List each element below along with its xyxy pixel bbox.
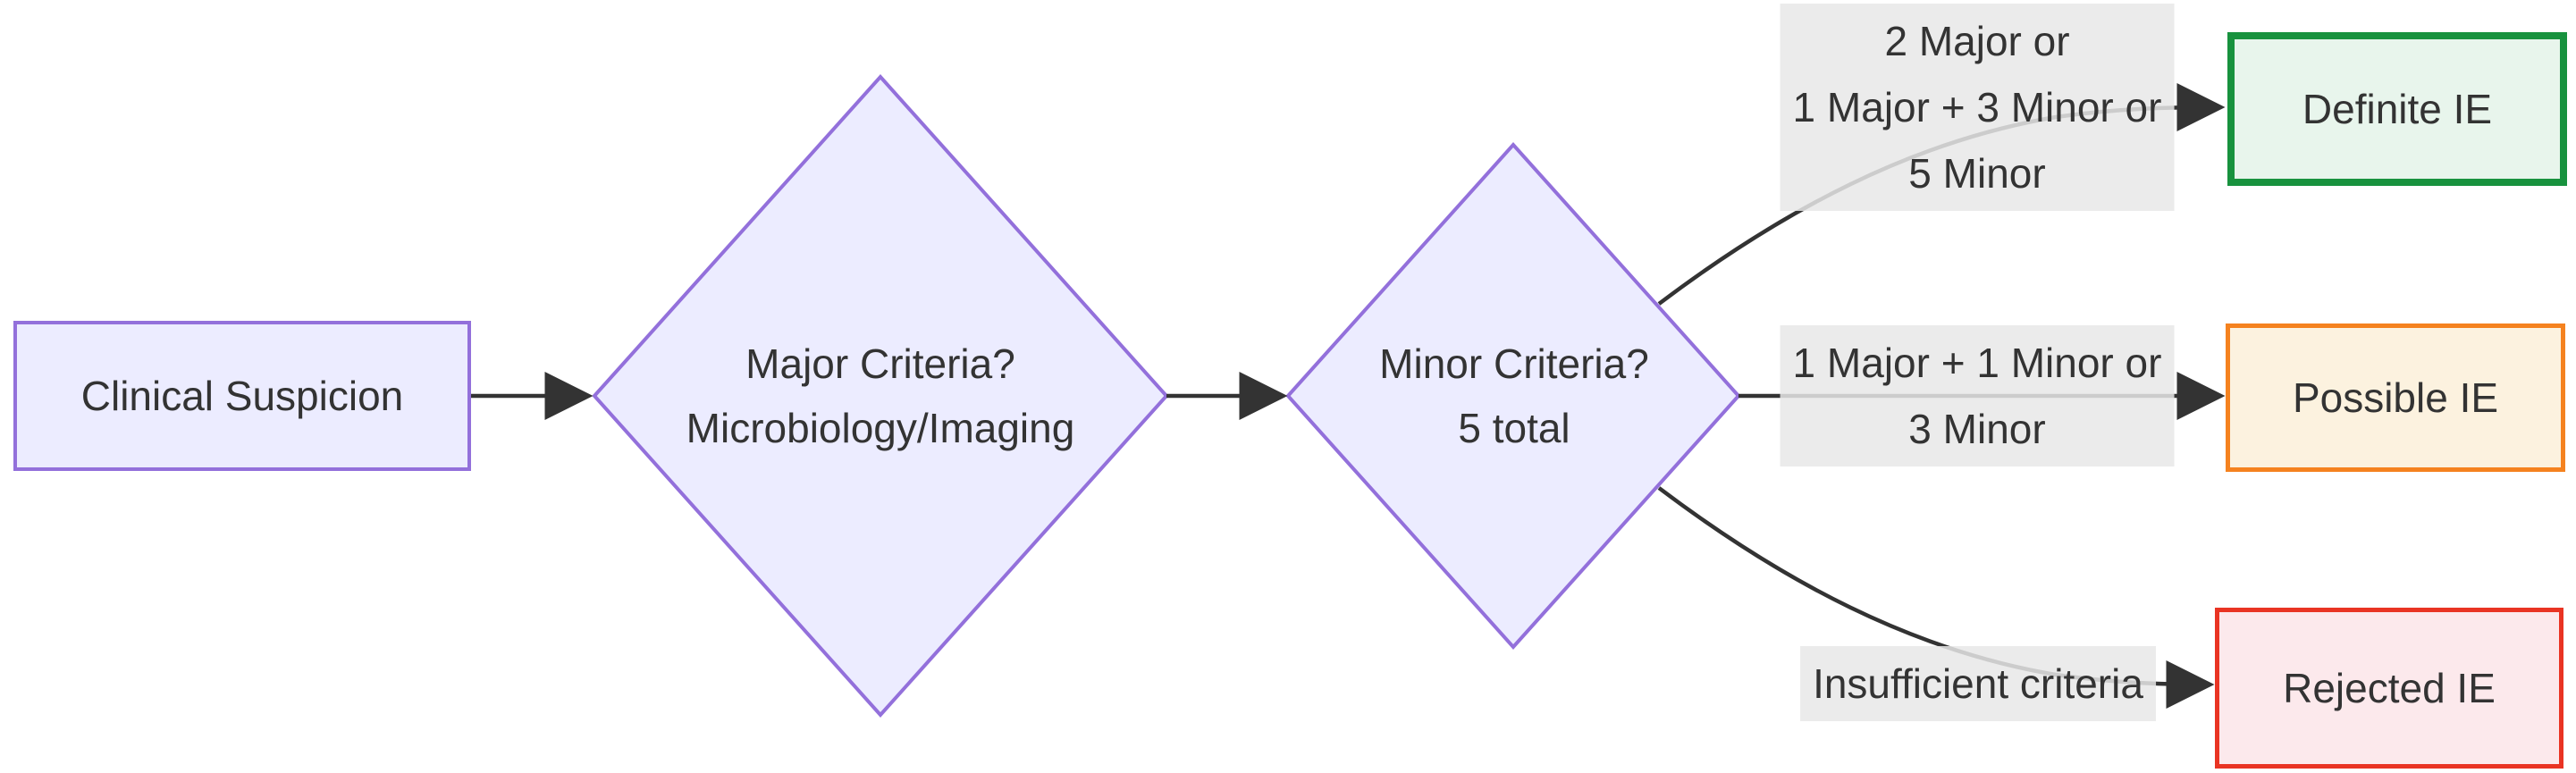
possible-ie-label: Possible IE: [2292, 374, 2499, 421]
edge-label-insufficient-criteria: Insufficient criteria: [1800, 646, 2156, 721]
minor-criteria-line2: 5 total: [1458, 405, 1570, 451]
minor-criteria-line1: Minor Criteria?: [1379, 340, 1649, 387]
edge-label-line: 1 Major + 3 Minor or: [1792, 84, 2162, 130]
possible-ie-node: Possible IE: [2226, 323, 2565, 472]
major-criteria-text: Major Criteria? Microbiology/Imaging: [686, 332, 1075, 460]
rejected-ie-node: Rejected IE: [2215, 608, 2563, 769]
rejected-ie-label: Rejected IE: [2283, 665, 2496, 711]
edge-label-line: 1 Major + 1 Minor or: [1792, 340, 2162, 386]
edge-label-possible-criteria: 1 Major + 1 Minor or 3 Minor: [1780, 325, 2175, 466]
major-criteria-line1: Major Criteria?: [745, 340, 1015, 387]
definite-ie-label: Definite IE: [2302, 86, 2493, 132]
edge-label-line: 2 Major or: [1884, 18, 2070, 64]
edge-label-line: 5 Minor: [1908, 150, 2046, 197]
major-criteria-line2: Microbiology/Imaging: [686, 405, 1075, 451]
definite-ie-node: Definite IE: [2227, 32, 2567, 186]
edge-label-line: Insufficient criteria: [1813, 660, 2143, 707]
minor-criteria-text: Minor Criteria? 5 total: [1379, 332, 1649, 460]
edge-label-line: 3 Minor: [1908, 406, 2046, 452]
clinical-suspicion-node: Clinical Suspicion: [13, 321, 471, 471]
edge-label-definite-criteria: 2 Major or 1 Major + 3 Minor or 5 Minor: [1780, 4, 2175, 211]
clinical-suspicion-label: Clinical Suspicion: [80, 373, 404, 419]
